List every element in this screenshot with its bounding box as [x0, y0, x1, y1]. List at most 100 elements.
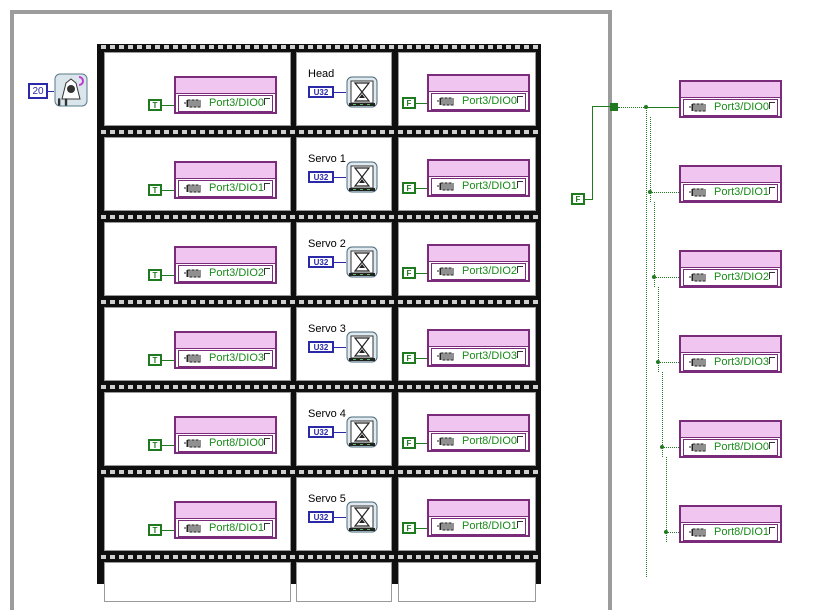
- sequence-frame[interactable]: [296, 562, 392, 602]
- film-hole: [425, 300, 430, 304]
- wait-ms-icon[interactable]: [346, 76, 378, 108]
- u32-constant[interactable]: U32: [308, 426, 334, 438]
- true-constant[interactable]: T: [148, 99, 162, 111]
- daqmx-channel-constant[interactable]: Port3/DIO1: [174, 161, 277, 199]
- daqmx-channel-constant[interactable]: Port8/DIO1: [427, 499, 530, 537]
- film-hole: [245, 45, 250, 49]
- film-hole: [308, 555, 313, 559]
- true-constant[interactable]: T: [148, 184, 162, 196]
- u32-constant[interactable]: U32: [308, 511, 334, 523]
- false-constant[interactable]: F: [402, 522, 416, 534]
- film-hole: [335, 130, 340, 134]
- film-hole: [353, 45, 358, 49]
- film-hole: [443, 555, 448, 559]
- u32-constant[interactable]: U32: [308, 86, 334, 98]
- daqmx-channel-constant[interactable]: Port8/DIO1: [679, 505, 782, 543]
- film-hole: [254, 300, 259, 304]
- film-hole: [155, 555, 160, 559]
- daqmx-channel-constant[interactable]: Port3/DIO3: [679, 335, 782, 373]
- film-hole: [506, 470, 511, 474]
- daqmx-channel-constant[interactable]: Port8/DIO0: [679, 420, 782, 458]
- false-constant[interactable]: F: [402, 182, 416, 194]
- u32-constant[interactable]: U32: [308, 171, 334, 183]
- io-body: Port8/DIO1: [431, 518, 526, 535]
- film-hole: [218, 385, 223, 389]
- film-hole: [155, 300, 160, 304]
- film-hole: [353, 215, 358, 219]
- daqmx-channel-constant[interactable]: Port3/DIO3: [427, 329, 530, 367]
- false-constant[interactable]: F: [402, 97, 416, 109]
- wait-ms-icon[interactable]: [346, 161, 378, 193]
- daqmx-channel-constant[interactable]: Port3/DIO0: [427, 74, 530, 112]
- wait-ms-icon[interactable]: [346, 331, 378, 363]
- film-hole: [218, 215, 223, 219]
- film-hole: [470, 45, 475, 49]
- daqmx-channel-constant[interactable]: Port8/DIO0: [174, 416, 277, 454]
- film-hole: [353, 300, 358, 304]
- wire-trunk: [646, 107, 647, 577]
- film-hole: [137, 300, 142, 304]
- true-constant[interactable]: T: [148, 269, 162, 281]
- false-constant-box[interactable]: F: [571, 193, 585, 205]
- daqmx-channel-constant[interactable]: Port3/DIO1: [679, 165, 782, 203]
- film-hole: [137, 385, 142, 389]
- wire-segment: [162, 530, 174, 531]
- film-hole: [497, 130, 502, 134]
- film-hole: [461, 555, 466, 559]
- false-constant[interactable]: F: [402, 267, 416, 279]
- film-hole: [344, 215, 349, 219]
- daqmx-channel-constant[interactable]: Port3/DIO2: [427, 244, 530, 282]
- film-hole: [137, 555, 142, 559]
- false-constant[interactable]: F: [402, 437, 416, 449]
- film-hole: [479, 555, 484, 559]
- daqmx-channel-constant[interactable]: Port3/DIO0: [679, 80, 782, 118]
- sequence-frame[interactable]: [398, 562, 536, 602]
- sequence-frame[interactable]: [104, 562, 291, 602]
- daqmx-channel-constant[interactable]: Port3/DIO3: [174, 331, 277, 369]
- film-hole: [110, 300, 115, 304]
- film-hole: [308, 470, 313, 474]
- wait-ms-icon[interactable]: [346, 246, 378, 278]
- film-hole: [434, 385, 439, 389]
- io-header: [681, 507, 780, 523]
- wait-ms-icon[interactable]: [346, 416, 378, 448]
- film-hole: [299, 385, 304, 389]
- daqmx-channel-constant[interactable]: Port8/DIO0: [427, 414, 530, 452]
- film-hole: [299, 470, 304, 474]
- true-constant[interactable]: T: [148, 524, 162, 536]
- u32-constant[interactable]: U32: [308, 256, 334, 268]
- wire-segment: [416, 443, 427, 444]
- wire-segment: [658, 362, 679, 363]
- false-constant-right[interactable]: F: [571, 193, 585, 205]
- u32-constant[interactable]: U32: [308, 341, 334, 353]
- daqmx-channel-constant[interactable]: Port3/DIO2: [679, 250, 782, 288]
- loop-counter-icon[interactable]: ▌▐: [54, 73, 88, 107]
- film-hole: [425, 130, 430, 134]
- film-hole: [263, 300, 268, 304]
- film-hole: [146, 215, 151, 219]
- io-body: Port3/DIO3: [178, 350, 273, 367]
- hourglass-icon: [346, 246, 378, 278]
- film-hole: [137, 215, 142, 219]
- film-hole: [146, 130, 151, 134]
- film-hole: [254, 45, 259, 49]
- daqmx-channel-constant[interactable]: Port8/DIO1: [174, 501, 277, 539]
- false-constant[interactable]: F: [402, 352, 416, 364]
- daqmx-channel-constant[interactable]: Port3/DIO0: [174, 76, 277, 114]
- loop-count-constant[interactable]: 20: [28, 83, 48, 99]
- film-hole: [209, 215, 214, 219]
- square-wave-icon: [184, 439, 201, 448]
- wait-ms-icon[interactable]: [346, 501, 378, 533]
- io-body: Port3/DIO1: [178, 180, 273, 197]
- wire-segment: [646, 107, 679, 108]
- film-hole: [524, 300, 529, 304]
- true-constant[interactable]: T: [148, 354, 162, 366]
- film-hole: [209, 130, 214, 134]
- film-hole: [290, 130, 295, 134]
- true-constant[interactable]: T: [148, 439, 162, 451]
- daqmx-channel-constant[interactable]: Port3/DIO2: [174, 246, 277, 284]
- wire-segment: [162, 105, 174, 106]
- io-header: [429, 331, 528, 347]
- daqmx-channel-constant[interactable]: Port3/DIO1: [427, 159, 530, 197]
- film-hole: [236, 45, 241, 49]
